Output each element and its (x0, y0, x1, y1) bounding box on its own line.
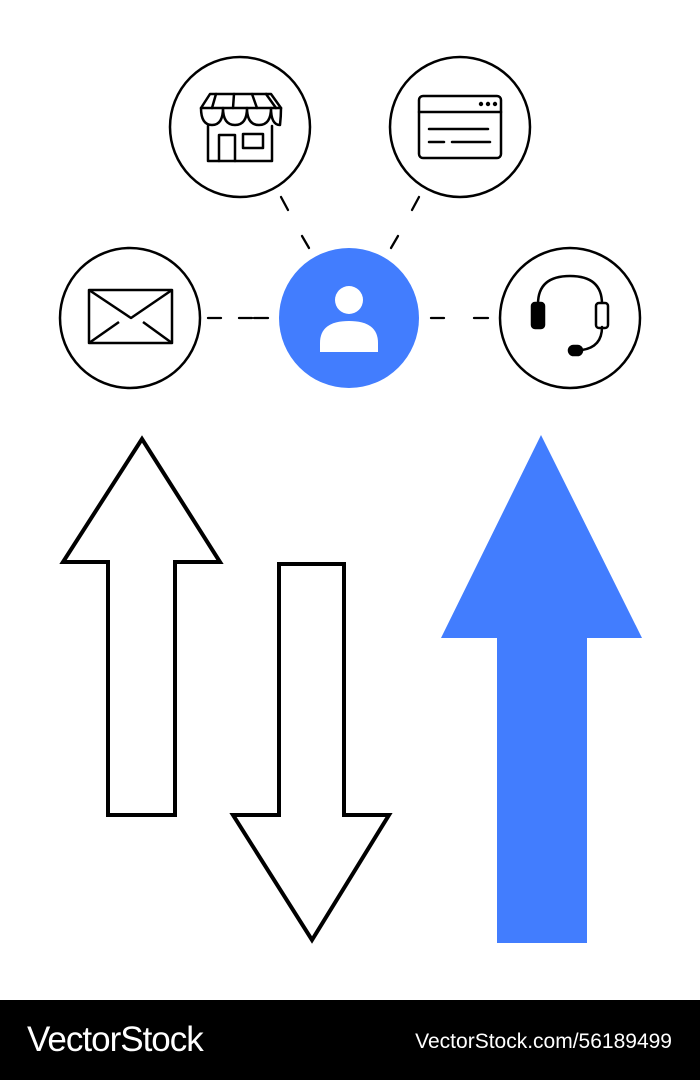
user-icon (320, 286, 378, 352)
envelope-icon (87, 288, 174, 345)
store-node-circle (168, 55, 312, 199)
store-node (168, 55, 312, 199)
browser-node-circle (388, 55, 532, 199)
headset-node (498, 246, 642, 390)
browser-node (388, 55, 532, 199)
watermark-footer: VectorStock VectorStock.com/56189499 (0, 1000, 700, 1080)
browser-window-icon (417, 94, 503, 160)
envelope-node (58, 246, 202, 390)
user-node-circle (279, 248, 419, 388)
connector-lines (206, 195, 490, 320)
headset-icon (530, 274, 610, 357)
illustration (58, 55, 642, 944)
headset-node-circle (498, 246, 642, 390)
image-id: VectorStock.com/56189499 (415, 1030, 672, 1053)
user-node (279, 248, 419, 388)
vectorstock-logo: VectorStock (27, 1020, 204, 1059)
store-icon (199, 92, 283, 163)
blue-up-arrow (441, 435, 642, 943)
browser-dots-icon (478, 101, 498, 107)
outline-up-arrow (59, 435, 224, 817)
outline-down-arrow (229, 562, 393, 944)
